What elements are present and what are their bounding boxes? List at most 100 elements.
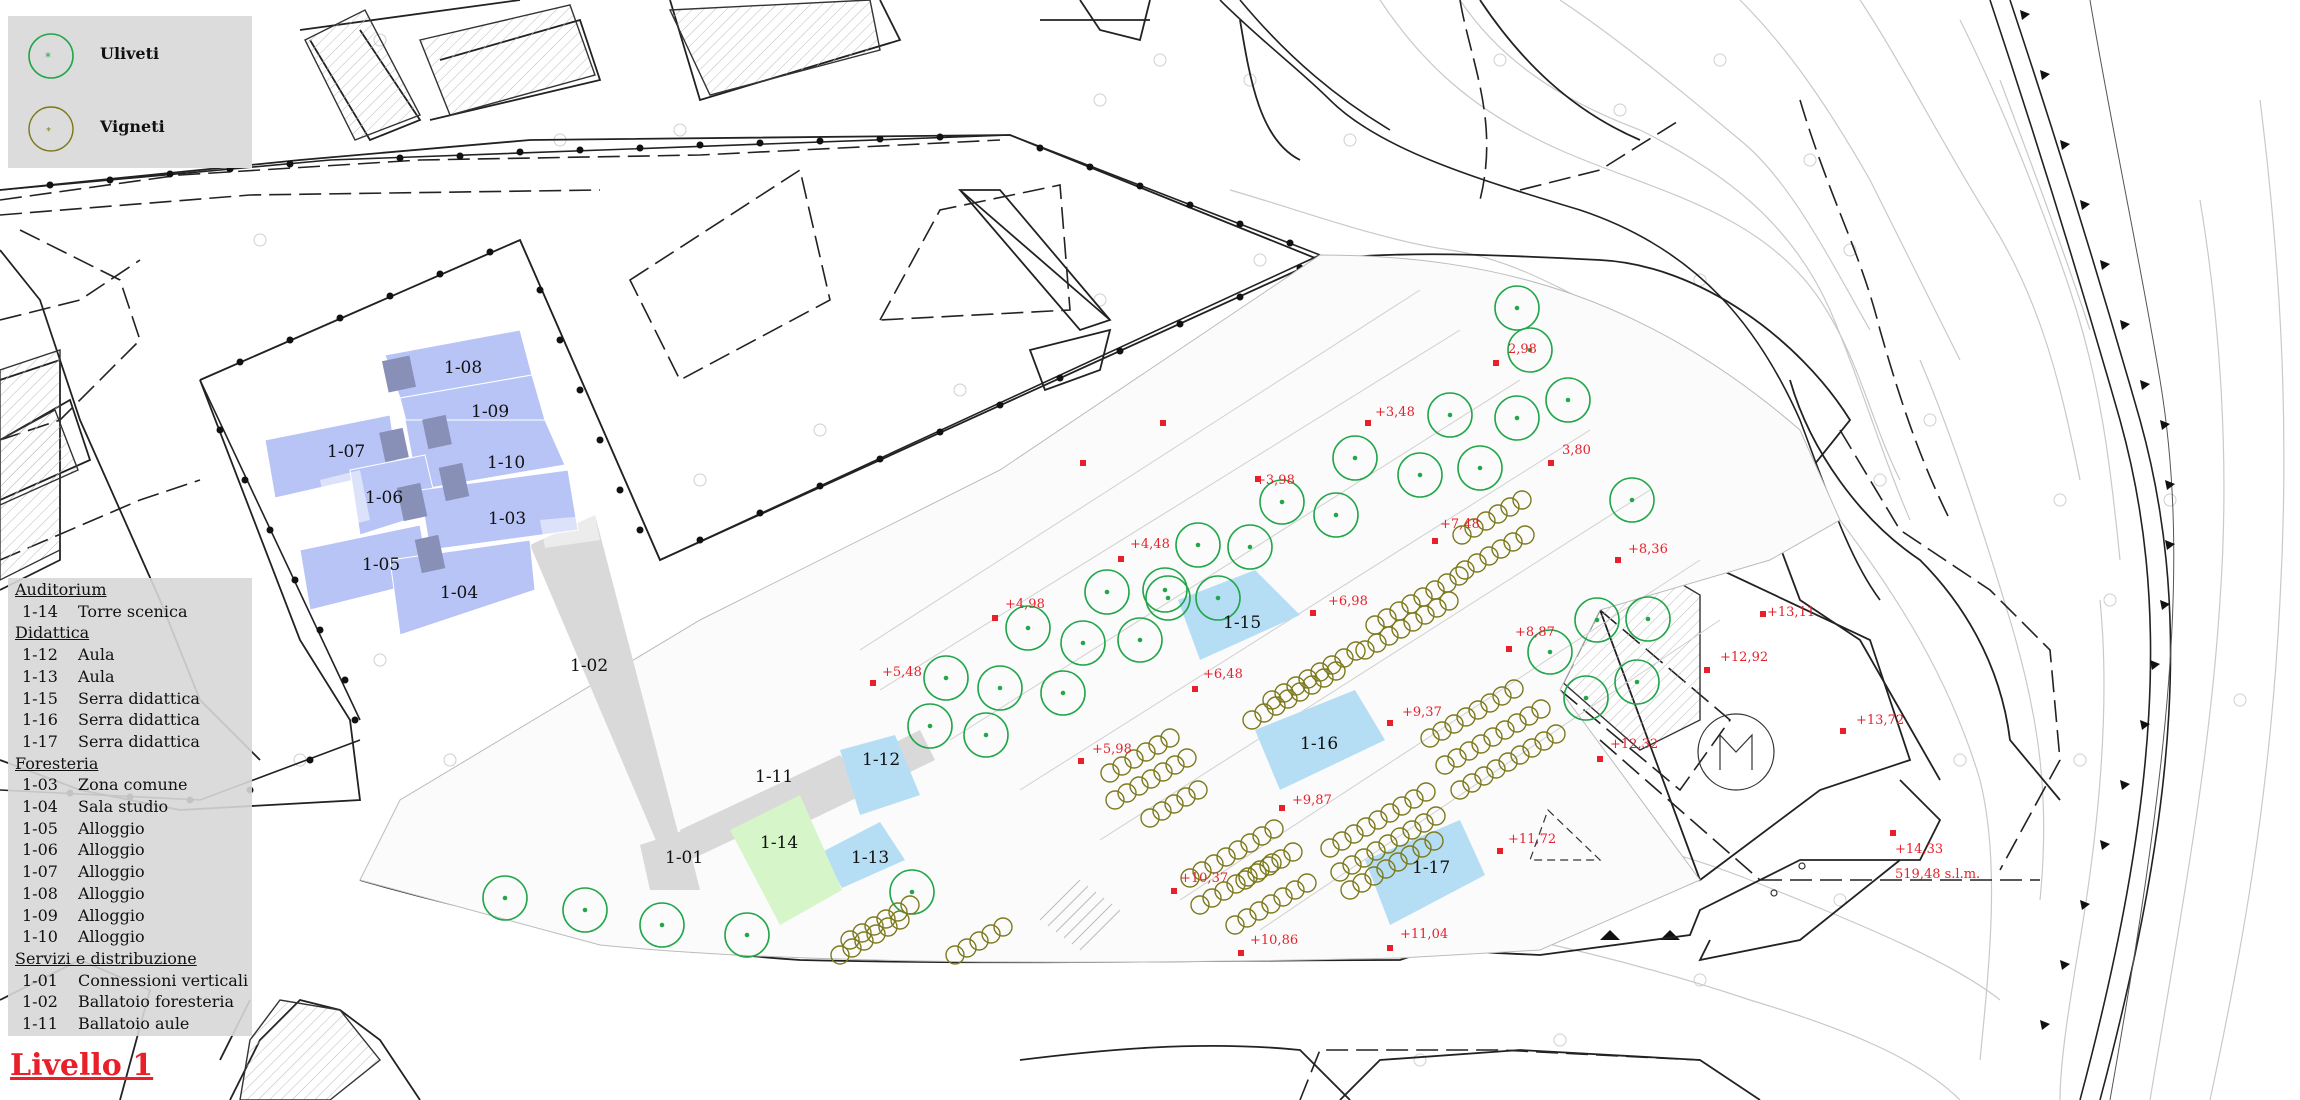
vine [1342, 855, 1362, 875]
vine [1237, 908, 1257, 928]
olive-tree-center [1104, 589, 1110, 595]
vine [876, 909, 896, 929]
olive-tree-center [1165, 595, 1171, 601]
room-1-07: 1-07 [327, 442, 366, 462]
vine [1164, 794, 1184, 814]
svg-text:*: * [46, 126, 51, 137]
elevation-label: +9,87 [1292, 793, 1332, 808]
vine [900, 895, 920, 915]
vine [1247, 863, 1267, 883]
olive-tree-center [1137, 637, 1143, 643]
legend-room-code: 1-09 [22, 905, 58, 925]
legend-section-title: Foresteria [15, 753, 99, 773]
olive-tree [1457, 445, 1503, 491]
olive-tree-center [1583, 695, 1589, 701]
olive-tree [963, 712, 1009, 758]
residence-dark-stairs [379, 355, 470, 574]
olive-tree-center [1352, 455, 1358, 461]
vine [840, 930, 860, 950]
olive-tree-center [943, 675, 949, 681]
vine [1366, 841, 1386, 861]
legend-room-name: Serra didattica [78, 710, 200, 730]
vine [1455, 560, 1475, 580]
olive-tree [724, 912, 770, 958]
olive-tree [1259, 479, 1305, 525]
vine [1152, 801, 1172, 821]
vine [1412, 838, 1432, 858]
olive-tree [1313, 492, 1359, 538]
olive-tree [1005, 605, 1051, 651]
room-1-06: 1-06 [365, 488, 404, 508]
vine [1105, 790, 1125, 810]
vine [1404, 789, 1424, 809]
vine [1510, 745, 1530, 765]
olive-tree-center [1417, 472, 1423, 478]
vine [1320, 838, 1340, 858]
vine [1192, 861, 1212, 881]
vine [1456, 707, 1476, 727]
legend-room-code: 1-07 [22, 862, 58, 882]
vine-legend-label: Vigneti [100, 117, 165, 136]
auditorium-block [730, 795, 842, 925]
olive-legend-label: Uliveti [100, 44, 160, 63]
vine [852, 923, 872, 943]
legend-room-name: Alloggio [78, 905, 145, 925]
legend-room-code: 1-03 [22, 775, 58, 795]
olive-tree [562, 887, 608, 933]
vine [1332, 831, 1352, 851]
vine [1390, 827, 1410, 847]
vine [1148, 735, 1168, 755]
room-1-08: 1-08 [444, 358, 483, 378]
elevation-label: +12,92 [1720, 650, 1769, 665]
olive-tree [1563, 675, 1609, 721]
vine [1190, 895, 1210, 915]
vine [1479, 546, 1499, 566]
vine-rows [830, 490, 1566, 965]
vine [993, 917, 1013, 937]
vine [1297, 873, 1317, 893]
vine [830, 945, 850, 965]
vine [1491, 539, 1511, 559]
room-1-16: 1-16 [1300, 734, 1339, 754]
olive-tree-center [909, 889, 915, 895]
olive-tree [1527, 629, 1573, 675]
elevation-label: 3,80 [1562, 443, 1591, 458]
vine [1153, 762, 1173, 782]
vine [888, 902, 908, 922]
olive-tree-center [1565, 397, 1571, 403]
olive-tree [1145, 575, 1191, 621]
legend-room-name: Torre scenica [78, 601, 188, 621]
vine [1112, 756, 1132, 776]
vine [1124, 749, 1144, 769]
room-1-11: 1-11 [755, 767, 794, 787]
vine [1290, 682, 1310, 702]
elevation-label: +12,32 [1610, 737, 1659, 752]
vine [945, 945, 965, 965]
vine [1259, 856, 1279, 876]
olive-tree [1507, 327, 1553, 373]
legend-room-code: 1-12 [22, 645, 58, 665]
olive-tree-center [1162, 587, 1168, 593]
olive-tree-center [582, 907, 588, 913]
legend-room-name: Alloggio [78, 818, 145, 838]
elevation-label: 2,98 [1508, 342, 1537, 357]
vine [1266, 696, 1286, 716]
vine [1488, 504, 1508, 524]
elevation-label: +10,86 [1250, 933, 1299, 948]
vine [1249, 901, 1269, 921]
room-1-01: 1-01 [665, 848, 704, 868]
legend-room-code: 1-16 [22, 710, 58, 730]
olive-tree-center [1215, 595, 1221, 601]
vine [1392, 796, 1412, 816]
legend-room-name: Alloggio [78, 840, 145, 860]
vine [842, 938, 862, 958]
elevation-label: +9,37 [1402, 705, 1442, 720]
residence-blocks [264, 329, 579, 636]
olive-tree-center [1477, 465, 1483, 471]
vine [1160, 728, 1180, 748]
road-lines [1219, 0, 2175, 1100]
vine [1250, 860, 1270, 880]
vine [1468, 700, 1488, 720]
legend-room-name: Aula [78, 666, 115, 686]
